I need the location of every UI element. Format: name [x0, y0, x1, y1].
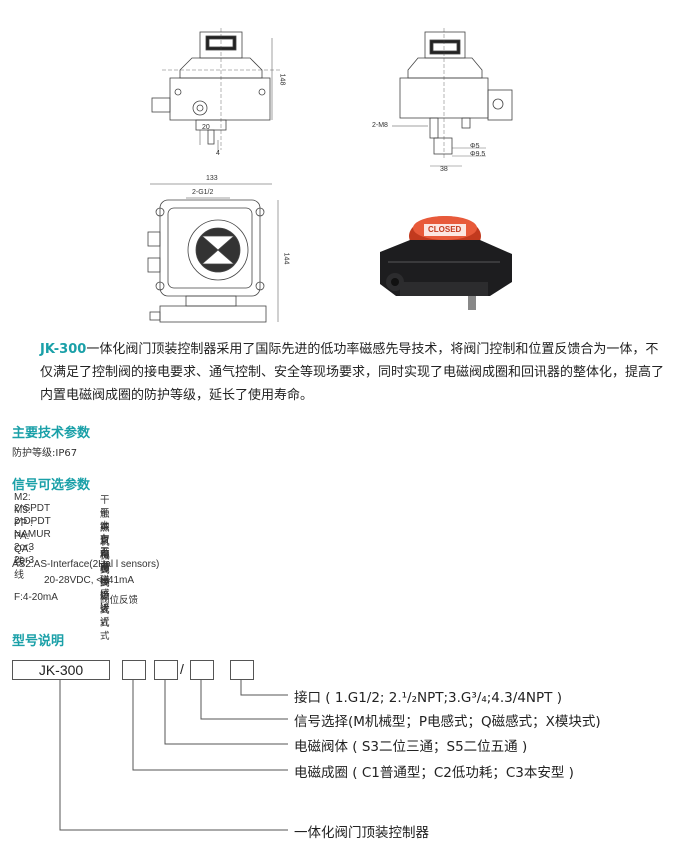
side-dia2: Φ9.5 [470, 151, 486, 158]
side-thread-label: 2-M8 [372, 122, 388, 129]
intro-paragraph: JK-300一体化阀门顶装控制器采用了国际先进的低功率磁感先导技术，将阀门控制和… [40, 338, 670, 407]
desc-port: 接口 ( 1.G1/2; 2.¹/₂NPT;3.G³/₄;4.3/4NPT ) [294, 690, 562, 706]
top-port-label: 2-G1/2 [192, 189, 214, 196]
protection-rating: 防护等级:IP67 [12, 448, 78, 459]
model-slot-signal [190, 660, 214, 680]
front-small-dim: 4 [216, 150, 220, 157]
top-height-dim: 144 [282, 252, 290, 265]
model-slot-valve [154, 660, 178, 680]
signal-desc: 干触点机械式 [100, 495, 110, 576]
f-desc: 阀位反馈 [100, 595, 139, 606]
signal-desc: 无源磁感接近式 [100, 547, 110, 642]
technical-drawings [147, 28, 513, 323]
f-code: F:4-20mA [14, 592, 58, 603]
signal-options-heading: 信号可选参数 [12, 478, 91, 493]
signal-code: QA: 2or3线 [14, 544, 35, 581]
tech-params-heading: 主要技术参数 [12, 426, 91, 441]
signal-code: PP : NAMUR [14, 518, 51, 540]
signal-code: M2: 2*SPDT [14, 492, 51, 514]
side-view-drawing [392, 28, 513, 167]
model-slot-port [230, 660, 254, 680]
signal-desc: 本安电感接近式 [100, 521, 110, 616]
product-photo-illustration [380, 216, 512, 310]
front-view-drawing [151, 28, 280, 152]
side-width-dim: 38 [440, 166, 448, 173]
intro-text: 一体化阀门顶装控制器采用了国际先进的低功率磁感先导技术，将阀门控制和位置反馈合为… [40, 342, 665, 403]
as2-line1: AS2:AS-Interface(2Hal l sensors) [12, 559, 160, 570]
desc-coil: 电磁成圈 ( C1普通型；C2低功耗；C3本安型 ) [294, 765, 574, 781]
model-base-label: JK-300 [38, 662, 84, 678]
model-slash: / [180, 661, 184, 677]
desc-product: 一体化阀门顶装控制器 [294, 825, 429, 841]
intro-model: JK-300 [40, 342, 87, 357]
desc-valve: 电磁阀体 ( S3二位三通；S5二位五通 ) [294, 739, 528, 755]
signal-desc: 干触点机械式 [100, 508, 110, 589]
model-code-heading: 型号说明 [12, 634, 65, 649]
signal-desc: 有源电感接近式 [100, 534, 110, 629]
top-view-drawing [147, 183, 279, 323]
signal-code: M5: 2*DPDT [14, 505, 51, 527]
as2-line2: 20-28VDC, <=41mA [44, 575, 135, 586]
desc-signal: 信号选择(M机械型；P电感式；Q磁感式；X模块式) [294, 714, 601, 730]
signal-code: PA: 2or3线 [14, 531, 35, 568]
model-base-box: JK-300 [12, 660, 110, 680]
front-small-dim2: 20 [202, 124, 210, 131]
model-slot-coil [122, 660, 146, 680]
indicator-text: CLOSED [428, 225, 462, 234]
side-dia1: Φ5 [470, 143, 480, 150]
front-height-dim: 148 [278, 73, 286, 86]
top-width-dim: 133 [206, 175, 218, 182]
